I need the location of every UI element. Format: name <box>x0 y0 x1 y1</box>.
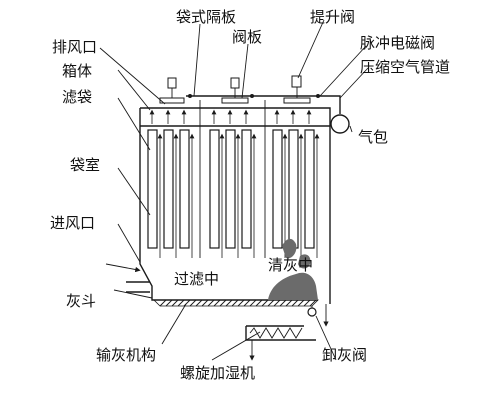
label-pulse-valve: 脉冲电磁阀 <box>360 34 436 52</box>
unload-valve <box>307 307 317 317</box>
label-bag-room: 袋室 <box>70 156 101 174</box>
filter-bag <box>163 129 174 249</box>
dust-pile <box>268 238 318 300</box>
label-cleaning: 清灰中 <box>268 256 314 274</box>
filter-bag <box>209 129 220 249</box>
leader-lines <box>99 19 369 361</box>
label-inlet: 进风口 <box>50 214 96 232</box>
label-outlet: 排风口 <box>52 38 98 56</box>
hopper-hatch <box>153 299 319 307</box>
label-partition: 袋式隔板 <box>176 8 237 26</box>
filter-bag <box>147 129 158 249</box>
label-box: 箱体 <box>62 62 93 80</box>
label-bag: 滤袋 <box>62 88 93 106</box>
label-air-bag: 气包 <box>358 128 389 146</box>
top-valves <box>159 75 350 134</box>
inlet-duct <box>105 263 150 293</box>
label-hopper: 灰斗 <box>66 292 97 310</box>
label-spiral: 螺旋加湿机 <box>180 364 256 382</box>
screw-conveyor <box>245 304 329 361</box>
label-air-pipe: 压缩空气管道 <box>360 58 451 76</box>
filter-bag <box>272 129 283 249</box>
filter-bag <box>304 129 315 249</box>
label-unload-valve: 卸灰阀 <box>322 346 368 364</box>
filter-bag <box>288 129 299 249</box>
filter-bags <box>147 129 315 249</box>
airflow-arrows <box>149 109 320 258</box>
label-conveyor: 输灰机构 <box>96 346 157 364</box>
air-bag <box>330 114 350 134</box>
filter-bag <box>241 129 252 249</box>
label-lift-valve: 提升阀 <box>310 8 356 26</box>
filter-bag <box>179 129 190 249</box>
label-filtering: 过滤中 <box>174 270 220 288</box>
label-damper: 阀板 <box>232 28 263 46</box>
filter-bag <box>225 129 236 249</box>
